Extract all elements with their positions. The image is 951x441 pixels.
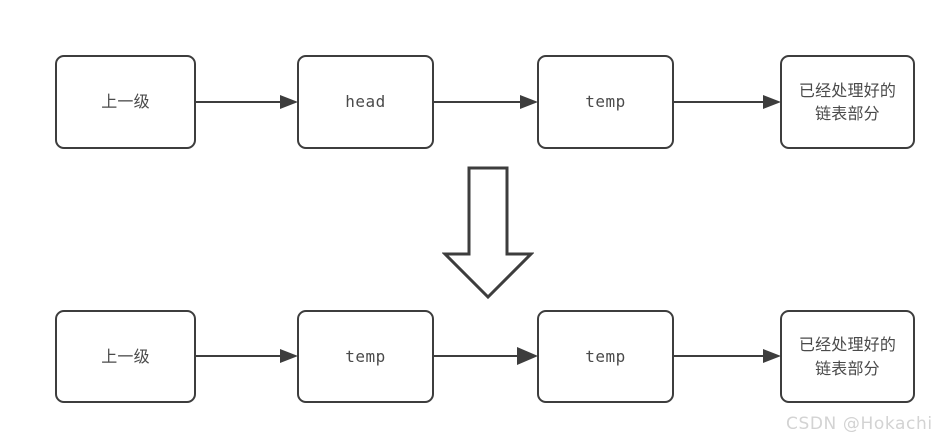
node-label: 已经处理好的 链表部分: [798, 80, 897, 123]
edge-top-temp-to-processed: [672, 95, 781, 109]
edge-bottom-temp2-to-processed: [672, 349, 781, 363]
node-top-head[interactable]: head: [297, 55, 434, 149]
node-bottom-temp-2[interactable]: temp: [537, 310, 674, 403]
node-bottom-temp-1[interactable]: temp: [297, 310, 434, 403]
edge-bottom-prev-to-temp1: [194, 349, 298, 363]
node-label: 已经处理好的 链表部分: [798, 335, 897, 378]
node-label: 上一级: [101, 346, 150, 366]
node-label: temp: [585, 92, 626, 112]
transform-down-arrow: [442, 166, 534, 300]
node-top-processed[interactable]: 已经处理好的 链表部分: [780, 55, 915, 149]
edge-bottom-temp1-to-temp2: [432, 347, 538, 365]
node-bottom-prev[interactable]: 上一级: [55, 310, 196, 403]
edge-top-head-to-temp: [432, 95, 538, 109]
node-bottom-processed[interactable]: 已经处理好的 链表部分: [780, 310, 915, 403]
edge-top-prev-to-head: [194, 95, 298, 109]
node-top-prev[interactable]: 上一级: [55, 55, 196, 149]
node-label: temp: [585, 346, 626, 366]
node-label: 上一级: [101, 92, 150, 112]
node-label: head: [345, 92, 386, 112]
node-top-temp[interactable]: temp: [537, 55, 674, 149]
node-label: temp: [345, 346, 386, 366]
watermark-text: CSDN @Hokachi: [786, 414, 933, 434]
